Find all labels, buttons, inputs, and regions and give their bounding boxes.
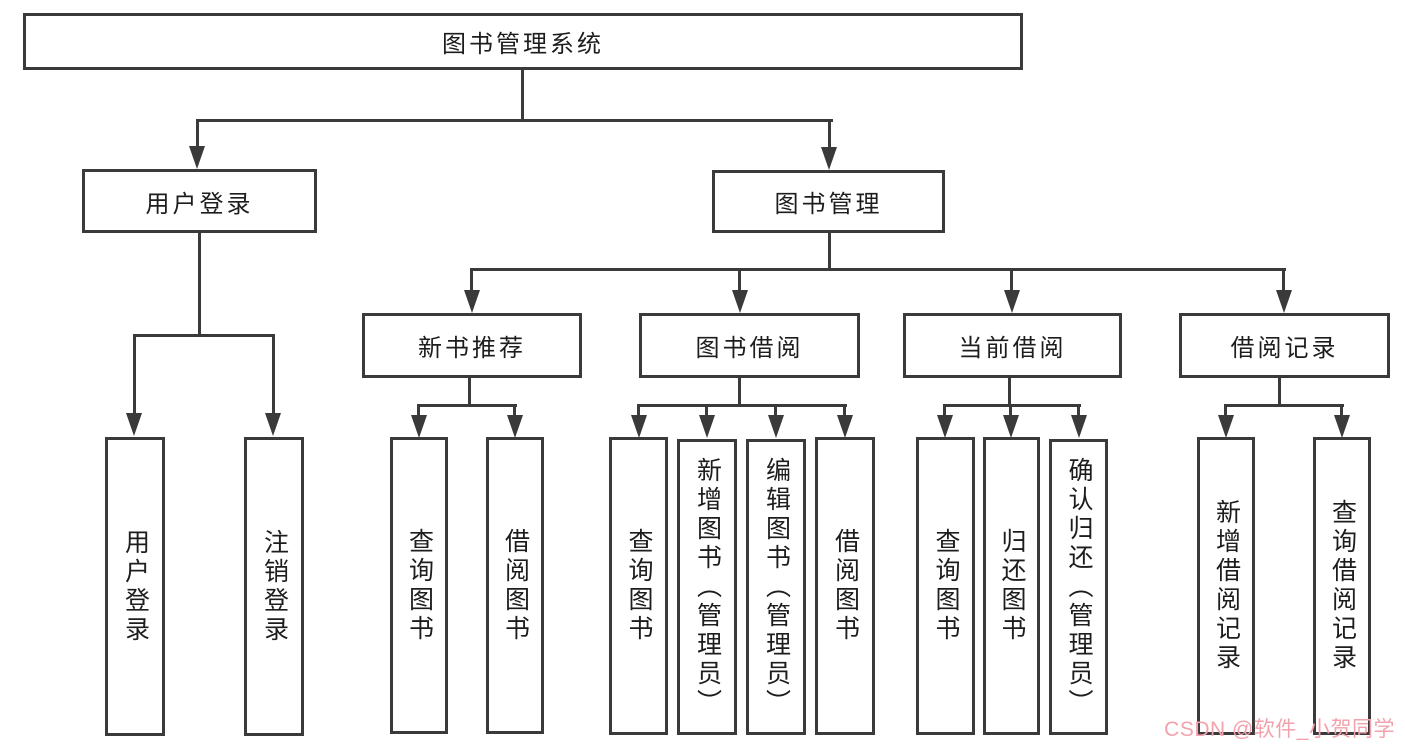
arrowhead-to-leaf-borrow-book-2 [837,415,853,438]
node-leaf-add-book-admin: 新增图书（管理员） [677,439,737,735]
connector-arrow-shaft [196,119,199,149]
arrowhead-to-leaf-borrow-book-1 [507,415,523,438]
node-leaf-logout: 注销登录 [244,437,304,736]
node-leaf-add-borrow-record: 新增借阅记录 [1197,437,1255,735]
node-label: 归还图书 [998,528,1026,644]
connector-arrow-shaft [1009,404,1012,416]
arrowhead-to-current-borrowing [1004,290,1020,313]
connector-current-borrowing-hline [943,404,1081,407]
connector-arrow-shaft [417,404,420,416]
node-label: 新增借阅记录 [1212,499,1241,673]
arrowhead-to-leaf-edit-book-admin [768,415,784,438]
connector-arrow-shaft [1340,404,1343,416]
arrowhead-to-user-login [189,146,205,169]
node-borrowing-records: 借阅记录 [1179,313,1390,378]
arrowhead-to-leaf-query-book-2 [631,415,647,438]
connector-borrowing-records-stub [1278,378,1281,406]
node-label: 确认归还（管理员） [1065,456,1093,718]
node-label: 新书推荐 [418,335,526,362]
node-leaf-query-borrow-record: 查询借阅记录 [1313,437,1371,735]
connector-book-management-stub [828,233,831,269]
node-label: 图书管理 [774,191,883,218]
connector-arrow-shaft [637,404,640,416]
connector-arrow-shaft [272,334,275,414]
node-leaf-user-login: 用户登录 [105,437,165,736]
connector-arrow-shaft [513,404,516,416]
connector-book-borrowing-stub [738,378,741,406]
node-user-login: 用户登录 [82,169,317,233]
node-leaf-edit-book-admin: 编辑图书（管理员） [746,439,806,735]
node-book-management: 图书管理 [712,170,945,233]
node-label: 查询图书 [625,528,653,644]
arrowhead-to-borrowing-records [1276,290,1292,313]
arrowhead-to-leaf-query-book-1 [411,415,427,438]
node-label: 查询图书 [405,527,434,644]
node-leaf-query-book-2: 查询图书 [609,437,668,735]
node-leaf-borrow-book-2: 借阅图书 [815,437,875,735]
connector-arrow-shaft [843,404,846,416]
connector-arrow-shaft [774,404,777,416]
arrowhead-to-leaf-logout [265,413,281,436]
connector-level2-hline [196,119,833,122]
node-label: 借阅记录 [1230,335,1339,362]
connector-arrow-shaft [470,268,473,291]
connector-arrow-shaft [133,334,136,414]
node-label: 查询图书 [932,528,960,644]
connector-arrow-shaft [1282,268,1285,291]
arrowhead-to-book-management [821,147,837,170]
node-label: 图书管理系统 [442,31,604,58]
connector-arrow-shaft [1010,268,1013,291]
node-label: 新增图书（管理员） [693,456,722,718]
arrowhead-to-leaf-add-book-admin [699,415,715,438]
connector-arrow-shaft [705,404,708,416]
arrowhead-to-leaf-add-borrow-record [1218,415,1234,438]
node-label: 用户登录 [121,528,150,645]
arrowhead-to-new-book-recommend [464,290,480,313]
node-leaf-query-book-3: 查询图书 [916,437,975,735]
arrowhead-to-leaf-query-borrow-record [1334,415,1350,438]
node-label: 用户登录 [145,190,254,218]
node-label: 借阅图书 [501,527,530,644]
connector-arrow-shaft [1077,404,1080,416]
arrowhead-to-leaf-query-book-3 [937,415,953,438]
connector-current-borrowing-stub [1008,378,1011,406]
node-new-book-recommend: 新书推荐 [362,313,582,378]
arrowhead-to-leaf-confirm-return-admin [1071,415,1087,438]
node-label: 编辑图书（管理员） [762,456,791,718]
connector-new-book-stub [468,378,471,406]
connector-borrowing-records-hline [1224,404,1344,407]
csdn-watermark: CSDN @软件_小贺同学 [1164,718,1395,741]
node-leaf-confirm-return-admin: 确认归还（管理员） [1049,439,1108,735]
node-library-management-system: 图书管理系统 [23,13,1023,70]
arrowhead-to-leaf-user-login [126,413,142,436]
node-leaf-borrow-book-1: 借阅图书 [486,437,544,734]
connector-arrow-shaft [1224,404,1227,416]
connector-user-login-hline [133,334,275,337]
connector-user-login-stub [198,233,201,336]
connector-arrow-shaft [828,119,831,149]
arrowhead-to-leaf-return-book [1003,415,1019,438]
node-label: 注销登录 [260,528,289,645]
connector-new-book-hline [417,404,517,407]
connector-arrow-shaft [738,268,741,291]
node-label: 查询借阅记录 [1328,499,1357,673]
node-book-borrowing: 图书借阅 [639,313,860,378]
connector-level3-hline [470,268,1286,271]
node-label: 图书借阅 [695,335,804,362]
arrowhead-to-book-borrowing [732,290,748,313]
node-leaf-query-book-1: 查询图书 [390,437,448,734]
node-leaf-return-book: 归还图书 [983,437,1040,735]
node-current-borrowing: 当前借阅 [903,313,1122,378]
connector-root-stub [521,69,524,121]
connector-book-borrowing-hline [637,404,847,407]
connector-arrow-shaft [943,404,946,416]
node-label: 借阅图书 [831,528,860,644]
node-label: 当前借阅 [958,335,1067,362]
